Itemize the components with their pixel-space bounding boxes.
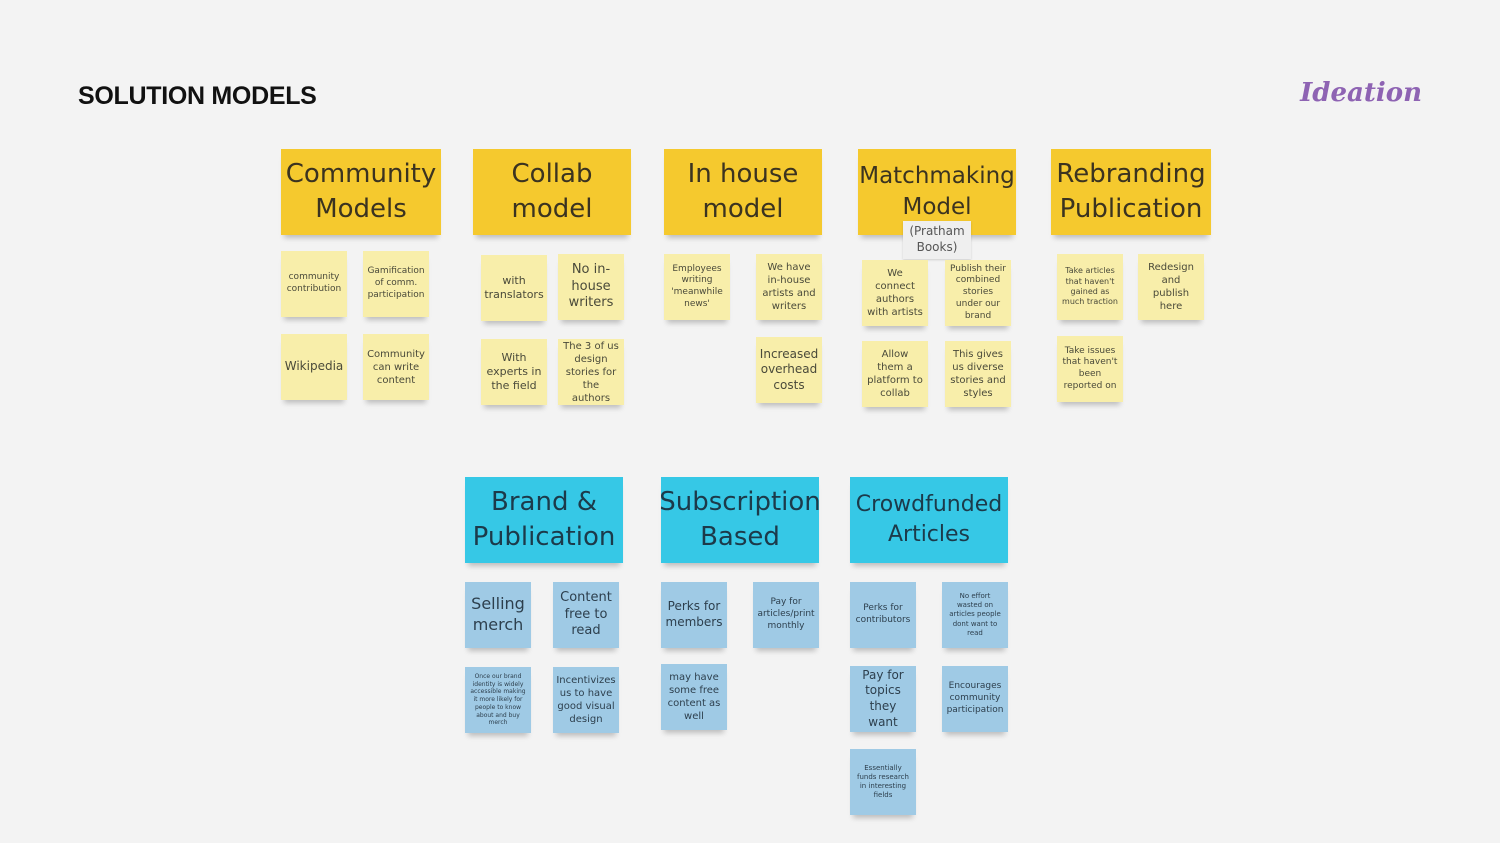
note-take-articles: Take articles that haven't gained as muc…: [1057, 254, 1123, 320]
header-community-models: Community Models: [281, 149, 441, 235]
brand-logo: Ideation: [1300, 78, 1422, 108]
note-content-free: Content free to read: [553, 582, 619, 648]
note-redesign-publish: Redesign and publish here: [1138, 254, 1204, 320]
note-selling-merch: Selling merch: [465, 582, 531, 648]
note-publish-combined: Publish their combined stories under our…: [945, 260, 1011, 326]
note-perks-contributors: Perks for contributors: [850, 582, 916, 648]
note-pay-for-topics: Pay for topics they want: [850, 666, 916, 732]
note-with-experts: With experts in the field: [481, 339, 547, 405]
note-increased-overhead: Increased overhead costs: [756, 337, 822, 403]
note-connect-authors: We connect authors with artists: [862, 260, 928, 326]
note-employees-writing: Employees writing 'meanwhile news': [664, 254, 730, 320]
note-pay-monthly: Pay for articles/print monthly: [753, 582, 819, 648]
header-in-house-model: In house model: [664, 149, 822, 235]
note-allow-platform: Allow them a platform to collab: [862, 341, 928, 407]
note-incentivizes: Incentivizes us to have good visual desi…: [553, 667, 619, 733]
header-brand-publication: Brand & Publication: [465, 477, 623, 563]
note-free-content: may have some free content as well: [661, 664, 727, 730]
note-wikipedia: Wikipedia: [281, 334, 347, 400]
note-gamification: Gamification of comm. participation: [363, 251, 429, 317]
note-encourages-participation: Encourages community participation: [942, 666, 1008, 732]
note-no-inhouse-writers: No in-house writers: [558, 254, 624, 320]
note-perks-members: Perks for members: [661, 582, 727, 648]
note-no-effort-wasted: No effort wasted on articles people dont…: [942, 582, 1008, 648]
page-title: SOLUTION MODELS: [78, 82, 317, 110]
tag-pratham-books: (Pratham Books): [903, 221, 971, 259]
note-funds-research: Essentially funds research in interestin…: [850, 749, 916, 815]
note-brand-identity: Once our brand identity is widely access…: [465, 667, 531, 733]
note-community-contribution: community contribution: [281, 251, 347, 317]
note-with-translators: with translators: [481, 255, 547, 321]
header-matchmaking-model: Matchmaking Model: [858, 149, 1016, 235]
note-inhouse-artists: We have in-house artists and writers: [756, 254, 822, 320]
header-crowdfunded-articles: Crowdfunded Articles: [850, 477, 1008, 563]
note-take-issues: Take issues that haven't been reported o…: [1057, 336, 1123, 402]
note-three-of-us: The 3 of us design stories for the autho…: [558, 339, 624, 405]
header-subscription-based: Subscription Based: [659, 477, 821, 563]
note-diverse-stories: This gives us diverse stories and styles: [945, 341, 1011, 407]
header-rebranding-publication: Rebranding Publication: [1051, 149, 1211, 235]
header-collab-model: Collab model: [473, 149, 631, 235]
note-community-write: Community can write content: [363, 334, 429, 400]
